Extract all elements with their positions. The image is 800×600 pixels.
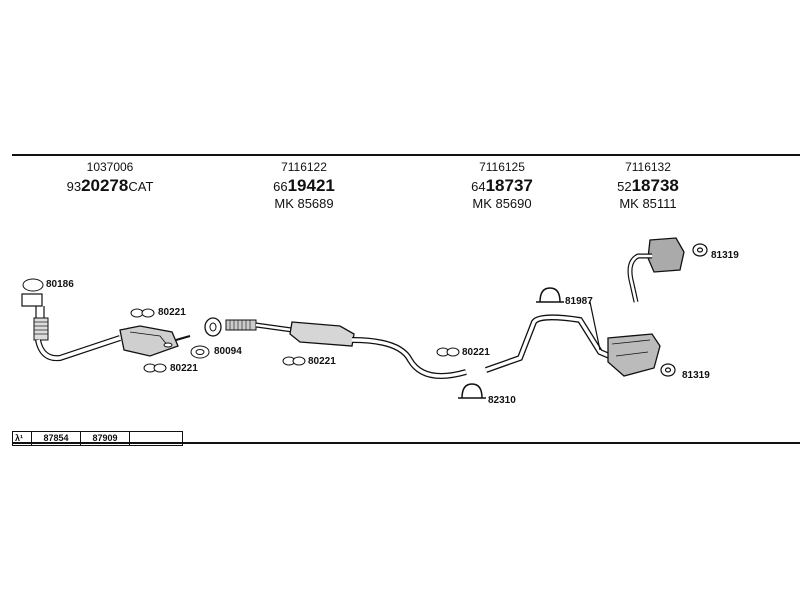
upper-silencer	[627, 237, 685, 303]
order-code: 5218738	[573, 176, 723, 196]
part-number: 1037006	[86, 160, 134, 174]
label-80186: 80186	[46, 279, 74, 290]
sensor-code-1: 87854	[32, 432, 81, 445]
clamp-icon	[536, 287, 564, 303]
sensor-code-2: 87909	[81, 432, 130, 445]
bracket-icon	[282, 356, 306, 366]
gasket-ring-icon	[22, 278, 44, 292]
label-80094: 80094	[214, 346, 242, 357]
label-81319-b: 81319	[682, 370, 710, 381]
part-number: 7116132	[625, 160, 671, 174]
code-main: 19421	[287, 176, 335, 195]
part-number: 7116125	[479, 160, 525, 174]
label-80221-d: 80221	[462, 347, 490, 358]
label-81319-a: 81319	[711, 250, 739, 261]
sensor-table: λ¹ 87854 87909	[12, 431, 183, 446]
code-prefix: 93	[66, 179, 82, 194]
group-centre-silencer: 7116122 6619421 MK 85689	[229, 160, 379, 211]
bracket-icon	[436, 347, 460, 357]
mk-number: MK 85111	[619, 196, 677, 211]
group-catalyst: 1037006 9320278CAT	[35, 160, 185, 196]
group-rear-pipe: 7116125 6418737 MK 85690	[427, 160, 577, 211]
rear-pipe	[485, 301, 616, 373]
gasket-icon	[190, 345, 210, 359]
label-80221-a: 80221	[158, 307, 186, 318]
code-main: 20278	[81, 176, 129, 195]
hanger-icon	[692, 243, 708, 257]
catalytic-converter	[119, 325, 191, 357]
label-80221-b: 80221	[170, 363, 198, 374]
label-82310: 82310	[488, 395, 516, 406]
code-prefix: 64	[471, 179, 486, 194]
code-prefix: 66	[273, 179, 288, 194]
group-rear-silencer: 7116132 5218738 MK 85111	[573, 160, 723, 211]
sensor-code-blank	[130, 432, 182, 445]
order-code: 9320278CAT	[35, 176, 185, 196]
label-80221-c: 80221	[308, 356, 336, 367]
code-main: 18738	[631, 176, 679, 195]
part-number: 7116122	[281, 160, 327, 174]
bracket-icon	[143, 363, 167, 373]
order-code: 6619421	[229, 176, 379, 196]
rear-silencer	[607, 333, 661, 377]
label-81987: 81987	[565, 296, 593, 307]
order-code: 6418737	[427, 176, 577, 196]
mk-number: MK 85689	[274, 196, 334, 211]
code-suffix: CAT	[128, 179, 154, 194]
front-pipe	[21, 279, 121, 362]
mk-number: MK 85690	[472, 196, 532, 211]
centre-silencer	[204, 317, 467, 379]
code-prefix: 52	[617, 179, 632, 194]
clamp-icon	[458, 383, 486, 399]
lambda-symbol: λ¹	[13, 432, 32, 445]
bracket-icon	[130, 308, 155, 318]
code-main: 18737	[485, 176, 533, 195]
hanger-icon	[660, 363, 676, 377]
